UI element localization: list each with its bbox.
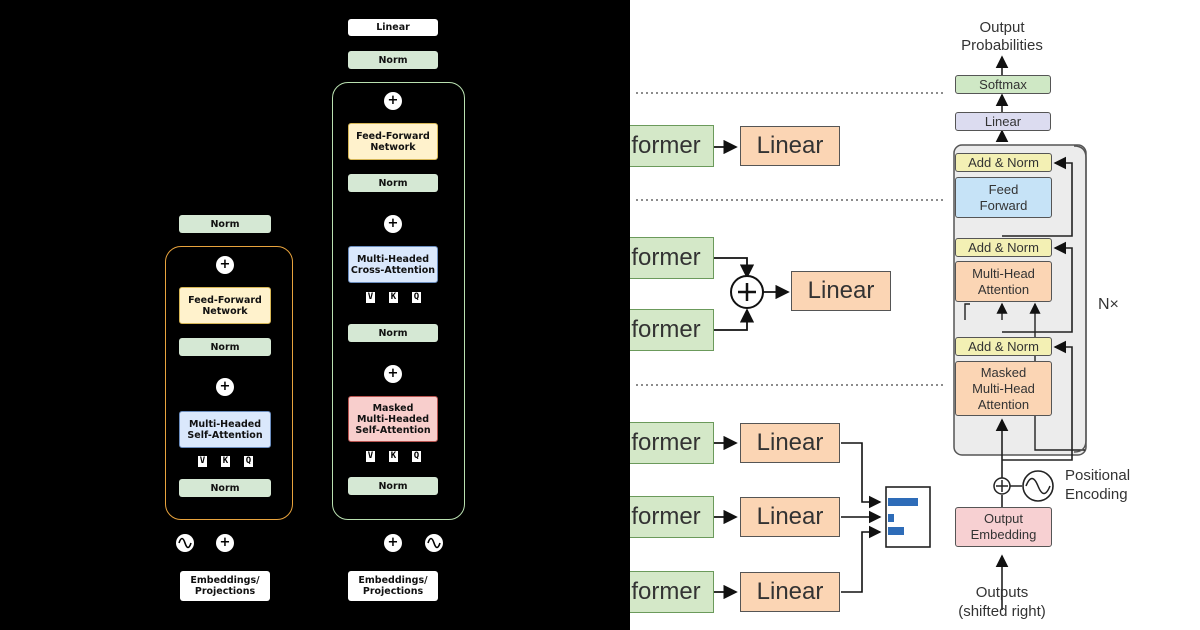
outputs-shifted-right-label: Outputs (shifted right)	[958, 584, 1046, 620]
encoder-q-label: Q	[244, 456, 253, 467]
encoder-norm-mid: Norm	[179, 338, 271, 356]
nx-label: N×	[1098, 296, 1119, 313]
decoder-plus-masked-icon: +	[384, 365, 402, 383]
decoder-input-plus-icon: +	[384, 534, 402, 552]
linear-box-1: Linear	[740, 126, 840, 166]
linear-box-5: Linear	[740, 572, 840, 612]
add-norm-top: Add & Norm	[955, 153, 1052, 172]
decoder-linear: Linear	[348, 19, 438, 36]
former-box-6: former	[630, 571, 714, 613]
feed-forward-box: Feed Forward	[955, 177, 1052, 218]
output-embedding-box: Output Embedding	[955, 507, 1052, 547]
encoder-norm-top: Norm	[179, 215, 271, 233]
decoder-block-frame	[332, 82, 465, 520]
right-diagram-panel: former Linear former former Linear forme…	[630, 0, 1200, 630]
decoder-plus-cross-icon: +	[384, 215, 402, 233]
output-probabilities-label: Output Probabilities	[961, 19, 1043, 54]
encoder-block-frame	[165, 246, 293, 520]
former-box-2: former	[630, 237, 714, 279]
encoder-positional-wave-icon	[176, 534, 194, 552]
multi-head-attention-box: Multi-Head Attention	[955, 261, 1052, 302]
encoder-self-attention: Multi-Headed Self-Attention	[179, 411, 271, 448]
add-norm-bottom: Add & Norm	[955, 337, 1052, 356]
former-box-3: former	[630, 309, 714, 351]
linear-box-3: Linear	[740, 423, 840, 463]
left-diagram-panel: Norm + Feed-Forward Network Norm + Multi…	[0, 0, 630, 630]
decoder-cross-q-label: Q	[412, 292, 421, 303]
decoder-positional-wave-icon	[425, 534, 443, 552]
softmax-box: Softmax	[955, 75, 1051, 94]
connector-lines	[636, 55, 1087, 610]
decoder-norm-ff: Norm	[348, 174, 438, 192]
decoder-norm-top: Norm	[348, 51, 438, 69]
former-box-5: former	[630, 496, 714, 538]
decoder-masked-k-label: K	[389, 451, 398, 462]
decoder-norm-cross: Norm	[348, 324, 438, 342]
decoder-cross-attention: Multi-Headed Cross-Attention	[348, 246, 438, 283]
add-norm-mid: Add & Norm	[955, 238, 1052, 257]
encoder-plus-mid-icon: +	[216, 378, 234, 396]
decoder-masked-v-label: V	[366, 451, 375, 462]
decoder-plus-ff-icon: +	[384, 92, 402, 110]
positional-encoding-label: Positional Encoding	[1065, 467, 1131, 503]
linear-box-2: Linear	[791, 271, 891, 311]
decoder-norm-bottom: Norm	[348, 477, 438, 495]
encoder-plus-top-icon: +	[216, 256, 234, 274]
encoder-input-plus-icon: +	[216, 534, 234, 552]
encoder-feed-forward-network: Feed-Forward Network	[179, 287, 271, 324]
linear-box-4: Linear	[740, 497, 840, 537]
encoder-v-label: V	[198, 456, 207, 467]
masked-multi-head-attention-box: Masked Multi-Head Attention	[955, 361, 1052, 416]
decoder-masked-q-label: Q	[412, 451, 421, 462]
decoder-feed-forward-network: Feed-Forward Network	[348, 123, 438, 160]
former-box-1: former	[630, 125, 714, 167]
decoder-embeddings-projections: Embeddings/ Projections	[348, 571, 438, 601]
linear-box-transformer: Linear	[955, 112, 1051, 131]
decoder-cross-k-label: K	[389, 292, 398, 303]
encoder-k-label: K	[221, 456, 230, 467]
former-box-4: former	[630, 422, 714, 464]
encoder-norm-bottom: Norm	[179, 479, 271, 497]
decoder-masked-self-attention: Masked Multi-Headed Self-Attention	[348, 396, 438, 442]
decoder-cross-v-label: V	[366, 292, 375, 303]
encoder-embeddings-projections: Embeddings/ Projections	[180, 571, 270, 601]
